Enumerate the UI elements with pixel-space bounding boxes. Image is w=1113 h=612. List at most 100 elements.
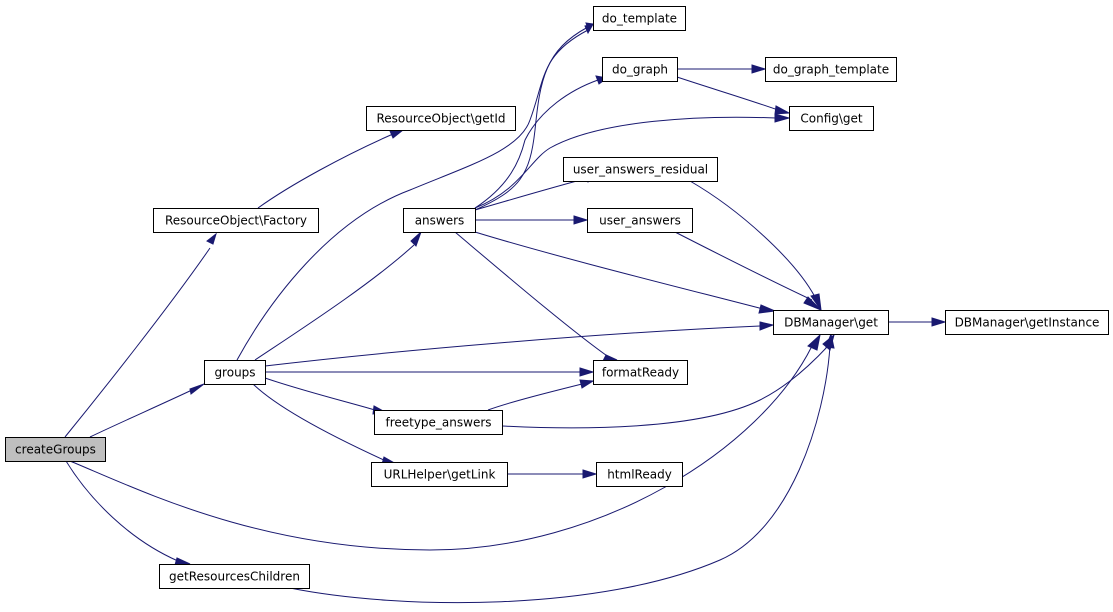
node-box [596, 462, 683, 487]
node-ua[interactable]: user_answers [587, 208, 693, 233]
node-box [765, 57, 897, 82]
edge-arrowhead [389, 129, 405, 139]
node-getId[interactable]: ResourceObject\getId [366, 106, 516, 131]
edge-line [487, 383, 583, 411]
node-label: URLHelper\getLink [384, 468, 496, 482]
node-createGroups[interactable]: createGroups [5, 437, 106, 462]
edge-line [64, 247, 211, 438]
edge-answers-to-do_graph [474, 75, 609, 209]
edge-factory-to-getId [257, 129, 405, 209]
node-label: user_answers_residual [573, 163, 708, 177]
edge-createGroups-to-dbget [69, 333, 821, 551]
node-label: formatReady [602, 366, 679, 380]
edge-line [289, 345, 831, 604]
node-getLink[interactable]: URLHelper\getLink [371, 462, 508, 487]
node-label: freetype_answers [385, 416, 491, 430]
edge-line [501, 345, 829, 429]
edge-line [454, 231, 611, 359]
edge-arrowhead [803, 296, 822, 311]
node-box [153, 208, 319, 233]
node-box [5, 437, 106, 462]
edge-arrowhead [931, 317, 947, 327]
edge-arrowhead [189, 383, 205, 395]
node-do_graph[interactable]: do_graph [602, 57, 678, 82]
edge-ua-to-dbget [674, 231, 822, 311]
edge-answers-to-do_template [474, 22, 594, 211]
node-label: groups [214, 366, 255, 380]
node-grc[interactable]: getResourcesChildren [159, 564, 310, 589]
edge-line [252, 383, 387, 462]
edge-line [674, 231, 813, 301]
edge-createGroups-to-grc [65, 460, 191, 566]
edge-grc-to-dbget [289, 332, 835, 604]
node-config_get[interactable]: Config\get [789, 106, 874, 131]
edge-line [474, 177, 589, 211]
node-label: createGroups [15, 443, 96, 457]
node-dbget[interactable]: DBManager\get [773, 310, 889, 335]
node-label: DBManager\getInstance [955, 316, 1100, 330]
edge-arrowhead [206, 232, 217, 245]
edge-arrowhead [573, 215, 589, 225]
node-box [366, 106, 516, 131]
edge-arrowhead [774, 105, 791, 115]
edge-line [474, 79, 599, 209]
edge-groups-to-freetype [264, 377, 389, 415]
edge-do_graph-to-config_get [676, 76, 791, 115]
node-label: DBManager\get [784, 316, 878, 330]
node-groups[interactable]: groups [204, 360, 266, 385]
function-nodes: createGroups ResourceObject\Factory Resour… [5, 6, 1109, 589]
edge-arrowhead [582, 469, 598, 479]
edge-createGroups-to-factory [64, 232, 217, 438]
node-label: do_graph_template [773, 63, 889, 77]
edge-arrowhead [774, 113, 791, 123]
edge-freetype-to-formatReady [487, 379, 595, 411]
node-do_graph_template[interactable]: do_graph_template [765, 57, 897, 82]
edge-getLink-to-htmlReady [507, 469, 598, 479]
edge-arrowhead [585, 22, 594, 33]
node-label: htmlReady [607, 468, 672, 482]
edge-groups-to-answers [254, 231, 422, 361]
node-factory[interactable]: ResourceObject\Factory [153, 208, 319, 233]
edge-arrowhead [410, 231, 422, 247]
edge-line [254, 244, 415, 361]
node-box [204, 360, 266, 385]
edge-arrowhead [810, 293, 822, 311]
node-box [403, 208, 476, 233]
edge-arrowhead [825, 332, 835, 349]
edge-answers-to-dbget [474, 231, 777, 314]
edge-arrowhead [174, 557, 191, 566]
node-box [563, 157, 718, 182]
node-dbinst[interactable]: DBManager\getInstance [945, 310, 1109, 335]
node-uar[interactable]: user_answers_residual [563, 157, 718, 182]
node-htmlReady[interactable]: htmlReady [596, 462, 683, 487]
node-box [587, 208, 693, 233]
node-freetype[interactable]: freetype_answers [374, 410, 503, 435]
node-box [773, 310, 889, 335]
edge-line [474, 26, 589, 211]
edge-line [264, 377, 376, 411]
node-label: do_template [602, 12, 677, 26]
node-label: user_answers [599, 214, 681, 228]
edge-line [474, 231, 764, 310]
edge-groups-to-do_template [236, 23, 594, 361]
node-label: do_graph [612, 63, 668, 77]
edge-arrowhead [579, 379, 595, 389]
node-do_template[interactable]: do_template [593, 6, 686, 31]
node-label: answers [415, 214, 465, 228]
edge-dbget-to-dbinst [888, 317, 947, 327]
node-label: ResourceObject\Factory [165, 214, 307, 228]
node-formatReady[interactable]: formatReady [593, 360, 688, 385]
edge-arrowhead [759, 321, 775, 331]
node-label: Config\get [800, 112, 863, 126]
edge-groups-to-dbget [264, 321, 775, 367]
edge-line [257, 133, 394, 209]
edge-createGroups-to-groups [89, 383, 205, 438]
edge-line [89, 389, 193, 438]
node-box [602, 57, 678, 82]
edge-line [474, 116, 777, 209]
edge-do_graph-to-do_graph_template [677, 64, 767, 74]
edge-answers-to-formatReady [454, 231, 618, 362]
node-answers[interactable]: answers [403, 208, 476, 233]
node-label: getResourcesChildren [169, 570, 300, 584]
